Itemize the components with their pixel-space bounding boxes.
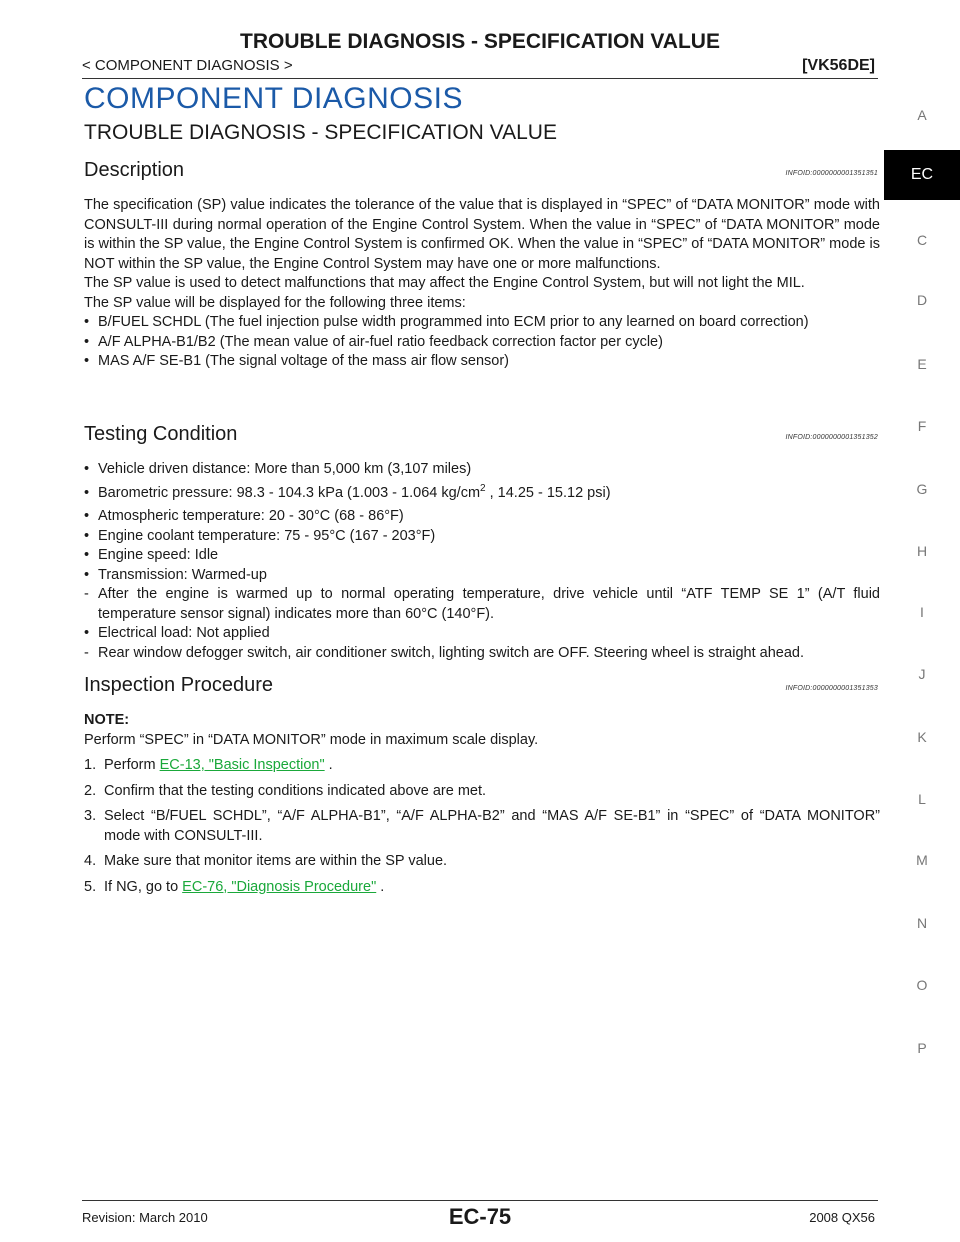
bullet-marker: • [84,508,90,524]
bullet-marker: • [84,314,90,330]
description-para-2: The SP value is used to detect malfuncti… [84,275,805,291]
list-item: •B/FUEL SCHDL (The fuel injection pulse … [84,313,880,333]
tab-e[interactable]: E [917,356,927,372]
dash-marker: - [84,644,89,661]
note-text: Perform “SPEC” in “DATA MONITOR” mode in… [84,731,539,748]
tab-m[interactable]: M [916,852,928,868]
header-divider [82,78,878,79]
inspection-procedure-infoid: INFOID:0000000001351353 [785,685,878,692]
tab-d[interactable]: D [916,292,928,308]
dash-marker: - [84,586,89,602]
footer-model: 2008 QX56 [809,1210,875,1225]
main-heading: COMPONENT DIAGNOSIS [84,82,463,115]
footer-divider [82,1200,878,1201]
bullet-marker: • [84,566,90,583]
list-subitem: -Rear window defogger switch, air condit… [84,644,880,664]
tab-k[interactable]: K [917,729,927,745]
bullet-marker: • [84,625,90,641]
header-section-label: < COMPONENT DIAGNOSIS > [82,57,293,74]
testing-condition-infoid: INFOID:0000000001351352 [785,434,878,441]
list-item: •A/F ALPHA-B1/B2 (The mean value of air-… [84,333,880,353]
description-para-3: The SP value will be displayed for the f… [84,294,466,311]
procedure-step: 1. Perform EC-13, "Basic Inspection" . [84,756,880,776]
tab-p[interactable]: P [917,1040,927,1056]
testing-condition-heading: Testing Condition [84,423,238,445]
footer-revision: Revision: March 2010 [82,1210,208,1225]
tab-f[interactable]: F [917,418,927,434]
list-item: •Atmospheric temperature: 20 - 30°C (68 … [84,507,880,527]
description-para-1: The specification (SP) value indicates t… [84,197,880,272]
step-number: 3. [84,808,97,824]
tab-a[interactable]: A [917,107,927,123]
tab-i[interactable]: I [920,604,924,620]
tab-j[interactable]: J [918,666,926,682]
tab-h[interactable]: H [916,543,928,559]
page-header-title: TROUBLE DIAGNOSIS - SPECIFICATION VALUE [240,30,720,53]
list-item: •Electrical load: Not applied [84,624,880,644]
page-number: EC-75 [448,1204,512,1229]
step-number: 1. [84,757,97,773]
bullet-marker: • [84,461,90,477]
procedure-step: 2. Confirm that the testing conditions i… [84,782,880,802]
bullet-marker: • [84,353,90,369]
list-subitem: -After the engine is warmed up to normal… [84,586,880,622]
list-item: •Engine speed: Idle [84,546,880,566]
diagnosis-procedure-link[interactable]: EC-76, "Diagnosis Procedure" [182,878,377,895]
bullet-marker: • [84,484,90,501]
procedure-step: 5. If NG, go to EC-76, "Diagnosis Proced… [84,878,880,898]
tab-o[interactable]: O [916,977,928,993]
tab-n[interactable]: N [916,915,928,931]
bullet-marker: • [84,547,90,563]
tab-ec[interactable]: EC [884,150,960,200]
bullet-marker: • [84,527,90,544]
list-item: •Engine coolant temperature: 75 - 95°C (… [84,527,880,547]
list-item: •Transmission: Warmed-up [84,566,880,586]
tab-l[interactable]: L [918,791,926,807]
basic-inspection-link[interactable]: EC-13, "Basic Inspection" [159,757,325,773]
list-item: •Barometric pressure: 98.3 - 104.3 kPa (… [84,483,880,504]
description-heading: Description [84,159,185,181]
tab-c[interactable]: C [916,232,928,248]
description-body: The specification (SP) value indicates t… [84,196,880,372]
inspection-procedure-heading: Inspection Procedure [84,674,274,696]
list-item: •MAS A/F SE-B1 (The signal voltage of th… [84,352,880,372]
step-number: 4. [84,853,97,869]
sub-heading: TROUBLE DIAGNOSIS - SPECIFICATION VALUE [84,121,557,144]
note-label: NOTE: [84,712,130,728]
procedure-step: 4. Make sure that monitor items are with… [84,852,880,872]
inspection-procedure-body: NOTE: Perform “SPEC” in “DATA MONITOR” m… [84,711,880,903]
header-model-label: [VK56DE] [802,57,875,74]
description-infoid: INFOID:0000000001351351 [785,170,878,177]
procedure-step: 3. Select “B/FUEL SCHDL”, “A/F ALPHA-B1”… [84,808,880,844]
step-number: 5. [84,878,97,895]
step-number: 2. [84,782,97,799]
testing-condition-body: •Vehicle driven distance: More than 5,00… [84,460,880,663]
tab-g[interactable]: G [916,481,928,497]
list-item: •Vehicle driven distance: More than 5,00… [84,460,880,480]
bullet-marker: • [84,333,90,350]
